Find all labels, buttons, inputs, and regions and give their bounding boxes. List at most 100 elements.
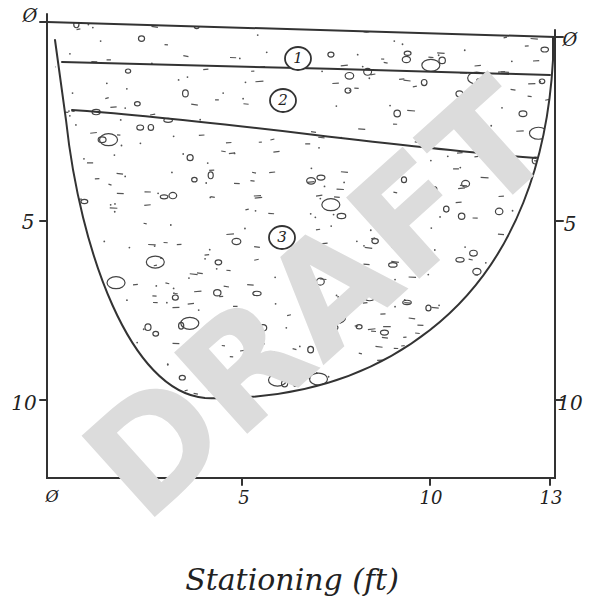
texture-mark — [215, 260, 222, 265]
texture-mark — [205, 182, 207, 184]
texture-mark — [126, 88, 128, 90]
texture-mark — [88, 325, 90, 327]
axis-title: Stationing (ft) — [185, 565, 399, 595]
texture-mark — [187, 155, 193, 161]
texture-mark — [203, 68, 208, 70]
texture-mark — [438, 304, 440, 306]
texture-mark — [177, 244, 182, 245]
texture-mark — [469, 392, 471, 394]
texture-mark — [165, 282, 169, 284]
texture-mark — [146, 256, 164, 268]
texture-mark — [54, 226, 60, 230]
texture-mark — [310, 167, 312, 169]
texture-mark — [199, 119, 201, 121]
layer-number-circle: 1 — [284, 46, 312, 71]
axis-tick-label: 10 — [557, 393, 582, 413]
texture-mark — [514, 295, 518, 297]
texture-mark — [417, 325, 423, 327]
texture-mark — [426, 305, 431, 311]
axis-tick-label: Ø — [45, 489, 58, 505]
texture-mark — [75, 124, 77, 126]
texture-mark — [242, 98, 244, 100]
texture-mark — [488, 278, 490, 280]
texture-mark — [145, 324, 151, 331]
texture-mark — [172, 307, 179, 309]
texture-mark — [458, 330, 463, 332]
texture-mark — [187, 76, 189, 78]
texture-mark — [368, 77, 370, 79]
texture-mark — [188, 303, 194, 305]
texture-mark — [358, 372, 365, 377]
texture-mark — [208, 172, 213, 179]
texture-mark — [408, 371, 412, 372]
texture-mark — [125, 69, 130, 73]
texture-mark — [87, 162, 93, 163]
texture-mark — [69, 115, 71, 117]
layer-number: 1 — [293, 51, 303, 66]
texture-mark — [226, 270, 230, 272]
texture-mark — [68, 252, 73, 253]
texture-mark — [226, 233, 234, 235]
texture-mark — [216, 268, 218, 270]
texture-mark — [484, 367, 486, 369]
texture-mark — [490, 368, 496, 370]
texture-mark — [221, 150, 225, 152]
texture-mark — [50, 151, 52, 153]
axis-tick-label: 10 — [420, 489, 443, 507]
texture-mark — [103, 240, 105, 242]
texture-mark — [244, 228, 246, 230]
texture-mark — [318, 147, 320, 149]
texture-mark — [204, 258, 206, 260]
texture-mark — [273, 151, 279, 153]
texture-mark — [403, 337, 406, 338]
texture-mark — [135, 102, 141, 106]
texture-mark — [266, 51, 268, 53]
ground-surface — [47, 22, 555, 37]
texture-mark — [421, 80, 427, 86]
ticks — [242, 478, 550, 485]
texture-mark — [232, 238, 241, 244]
texture-mark — [422, 59, 440, 71]
texture-mark — [160, 195, 168, 199]
texture-mark — [539, 81, 541, 83]
texture-mark — [421, 358, 423, 360]
texture-mark — [150, 113, 155, 115]
texture-mark — [66, 377, 70, 379]
texture-mark — [438, 54, 440, 56]
texture-mark — [257, 34, 259, 36]
texture-mark — [50, 228, 52, 230]
texture-mark — [269, 171, 275, 173]
texture-mark — [137, 125, 144, 130]
texture-mark — [124, 175, 126, 177]
texture-mark — [384, 62, 388, 64]
texture-mark — [514, 31, 519, 35]
texture-mark — [359, 26, 366, 27]
texture-mark — [157, 192, 159, 194]
texture-mark — [321, 70, 323, 72]
texture-mark — [413, 86, 417, 88]
texture-mark — [503, 379, 505, 381]
texture-mark — [525, 360, 527, 362]
texture-mark — [473, 268, 481, 274]
texture-mark — [76, 318, 80, 320]
texture-mark — [243, 103, 248, 105]
texture-mark — [117, 134, 120, 135]
texture-mark — [548, 125, 555, 126]
texture-mark — [528, 83, 535, 84]
texture-mark — [192, 177, 197, 181]
texture-mark — [233, 23, 235, 25]
texture-mark — [183, 90, 189, 97]
texture-mark — [120, 119, 122, 121]
texture-mark — [60, 364, 66, 366]
texture-mark — [341, 64, 348, 66]
texture-mark — [209, 170, 214, 171]
texture-mark — [144, 223, 147, 225]
texture-mark — [479, 375, 483, 377]
texture-mark — [305, 143, 310, 144]
texture-mark — [63, 186, 67, 187]
texture-mark — [438, 385, 440, 387]
texture-mark — [251, 71, 254, 72]
texture-mark — [194, 290, 201, 292]
texture-mark — [393, 124, 397, 125]
texture-mark — [58, 233, 63, 234]
